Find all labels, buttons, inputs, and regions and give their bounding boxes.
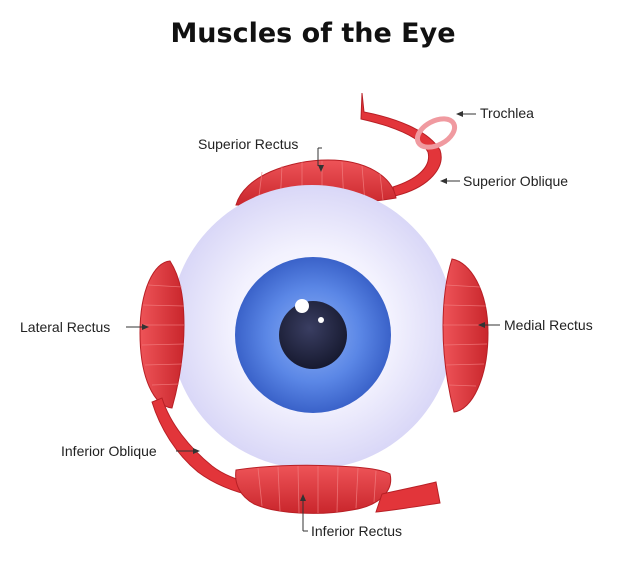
trochlea-loop <box>414 116 458 150</box>
page-title: Muscles of the Eye <box>170 18 456 49</box>
lateral-rectus-muscle <box>139 260 185 409</box>
medial-rectus-muscle <box>442 258 489 413</box>
label-inferior-rectus: Inferior Rectus <box>311 523 402 539</box>
inferior-rectus-striations <box>257 465 377 514</box>
leader-lines <box>126 111 500 532</box>
label-lateral-rectus: Lateral Rectus <box>20 319 110 335</box>
label-inferior-oblique: Inferior Oblique <box>61 443 157 459</box>
pupil-highlight-large <box>295 299 309 313</box>
pupil-highlight-small <box>318 317 324 323</box>
inferior-rectus-tendon <box>375 481 441 513</box>
inferior-rectus-muscle <box>235 464 392 514</box>
label-trochlea: Trochlea <box>480 105 534 121</box>
superior-oblique-muscle <box>360 92 442 197</box>
label-superior-rectus: Superior Rectus <box>198 136 298 152</box>
lateral-rectus-striations <box>141 284 185 386</box>
label-medial-rectus: Medial Rectus <box>504 317 593 333</box>
label-superior-oblique: Superior Oblique <box>463 173 568 189</box>
pupil <box>279 301 347 369</box>
